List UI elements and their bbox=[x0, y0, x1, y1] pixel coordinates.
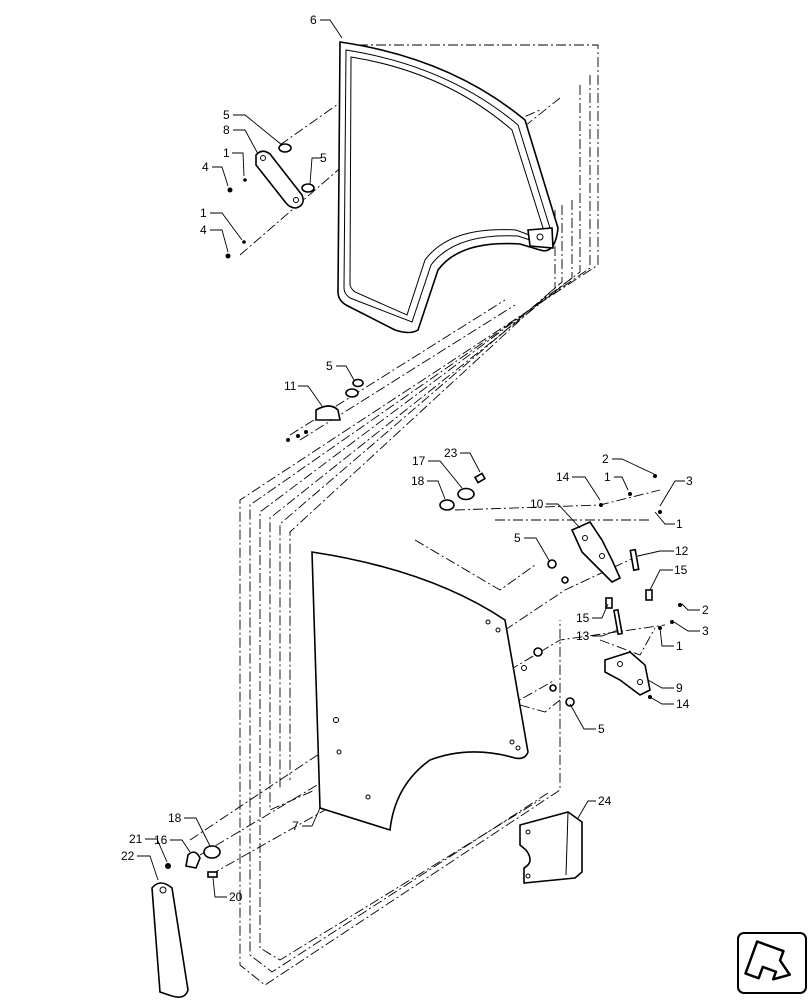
callout-5: 5 bbox=[514, 531, 521, 545]
callout-9: 9 bbox=[676, 681, 683, 695]
return-arrow-icon[interactable] bbox=[737, 932, 807, 994]
callout-17: 17 bbox=[412, 454, 426, 468]
callout-24: 24 bbox=[598, 794, 612, 808]
handle-assembly bbox=[151, 845, 221, 998]
callout-21: 21 bbox=[129, 832, 143, 846]
callout-3: 3 bbox=[702, 624, 709, 638]
hinge-bracket-9 bbox=[533, 647, 651, 707]
callout-3: 3 bbox=[686, 474, 693, 488]
callout-2: 2 bbox=[602, 452, 609, 466]
callout-20: 20 bbox=[229, 890, 243, 904]
mounting-strap bbox=[225, 143, 315, 259]
callout-10: 10 bbox=[530, 497, 544, 511]
callout-6: 6 bbox=[310, 13, 317, 27]
bracket-11 bbox=[286, 378, 364, 442]
callout-5: 5 bbox=[320, 151, 327, 165]
callout-18: 18 bbox=[411, 474, 425, 488]
washer-stack-17-18-23 bbox=[439, 472, 487, 511]
callout-18: 18 bbox=[168, 811, 182, 825]
glass-panel bbox=[311, 551, 529, 832]
callout-14: 14 bbox=[556, 470, 570, 484]
cover-plate-24 bbox=[519, 811, 583, 884]
callout-4: 4 bbox=[202, 160, 209, 174]
callout-8: 8 bbox=[223, 123, 230, 137]
pins-12-13-15 bbox=[605, 548, 653, 636]
callout-5: 5 bbox=[223, 108, 230, 122]
callout-15: 15 bbox=[674, 563, 688, 577]
callout-1: 1 bbox=[676, 517, 683, 531]
callout-1: 1 bbox=[604, 470, 611, 484]
callout-14: 14 bbox=[676, 697, 690, 711]
callout-1: 1 bbox=[223, 146, 230, 160]
callout-1: 1 bbox=[676, 639, 683, 653]
callout-5: 5 bbox=[326, 359, 333, 373]
window-seal-frame bbox=[337, 41, 559, 334]
callout-5: 5 bbox=[598, 722, 605, 736]
callout-22: 22 bbox=[121, 849, 135, 863]
callout-13: 13 bbox=[576, 629, 590, 643]
callout-2: 2 bbox=[702, 603, 709, 617]
callout-7: 7 bbox=[292, 819, 299, 833]
callout-12: 12 bbox=[675, 544, 689, 558]
callout-leaders bbox=[137, 19, 700, 898]
callout-11: 11 bbox=[284, 379, 297, 393]
callout-4: 4 bbox=[200, 223, 207, 237]
callout-16: 16 bbox=[154, 833, 168, 847]
hinge-bracket-10 bbox=[547, 520, 622, 584]
callout-15: 15 bbox=[576, 611, 590, 625]
callout-1: 1 bbox=[200, 206, 207, 220]
callout-labels: 6 5 8 1 5 4 1 4 5 11 23 17 18 2 14 1 3 1… bbox=[121, 13, 709, 904]
callout-23: 23 bbox=[444, 446, 458, 460]
